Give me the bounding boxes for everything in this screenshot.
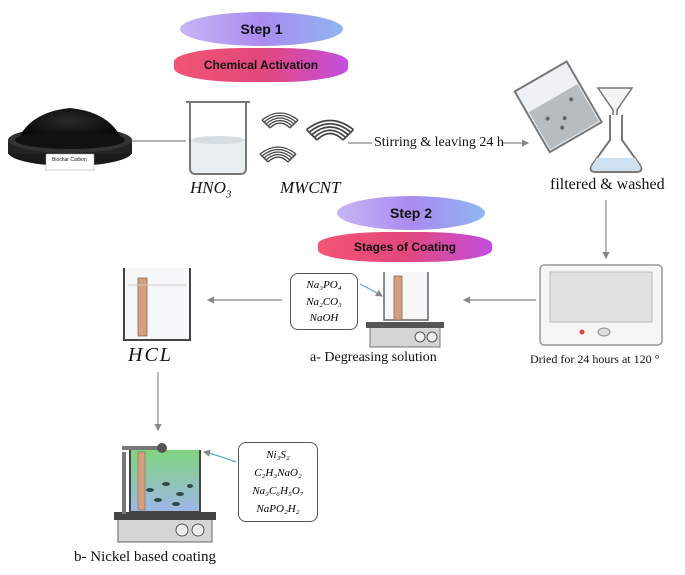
hno3-label: HNO3 [190,178,232,201]
degrease-chem-1: Na₃PO₄ [306,278,342,291]
mwcnt-icon [259,112,354,163]
powder-label: Biochar Carbon [52,157,87,163]
oven-icon [539,264,663,346]
nickel-label: b- Nickel based coating [74,549,217,565]
nickel-chem-1: Ni₃S₂ [266,449,290,461]
step1-pill: Step 1 [180,12,343,46]
step2-subtitle: Stages of Coating [353,240,456,254]
stirring-label: Stirring & leaving 24 h [374,135,504,150]
degrease-chem-2: Na₂CO₃ [306,295,342,308]
mwcnt-label: MWCNT [280,178,341,197]
step2-subtitle-pill: Stages of Coating [318,232,492,262]
step2-pill: Step 2 [337,196,485,230]
hcl-beaker-icon [123,268,191,341]
biochar-dish-icon [8,108,132,171]
nickel-coating-setup-icon [114,443,216,543]
degrease-chem-3: NaOH [309,312,339,325]
hcl-label: HCL [128,344,173,366]
filtered-label: filtered & washed [550,176,665,193]
step1-subtitle: Chemical Activation [203,58,319,72]
nickel-chem-4: NaPO₂H₂ [256,503,300,515]
step1-title: Step 1 [240,21,283,37]
dried-label: Dried for 24 hours at 120 ° [530,352,660,366]
step1-subtitle-pill: Chemical Activation [174,48,348,82]
arrow-chem-to-nickel-bath [202,449,237,463]
nickel-chem-3: Na₃C₆H₅O₇ [252,485,304,497]
degreasing-label: a- Degreasing solution [310,350,437,365]
arrow-chem-to-degrease-beaker [359,283,384,297]
nickel-chem-2: C₂H₃NaO₂ [254,467,302,479]
flow-arrows [132,139,610,432]
degrease-chemicals-box: Na₃PO₄ Na₂CO₃ NaOH [290,273,358,330]
degreasing-setup-icon [366,272,444,348]
hno3-beaker-icon [186,101,250,175]
step2-title: Step 2 [389,205,432,221]
filtration-icon [513,60,643,173]
nickel-chemicals-box: Ni₃S₂ C₂H₃NaO₂ Na₃C₆H₅O₇ NaPO₂H₂ [238,442,318,522]
